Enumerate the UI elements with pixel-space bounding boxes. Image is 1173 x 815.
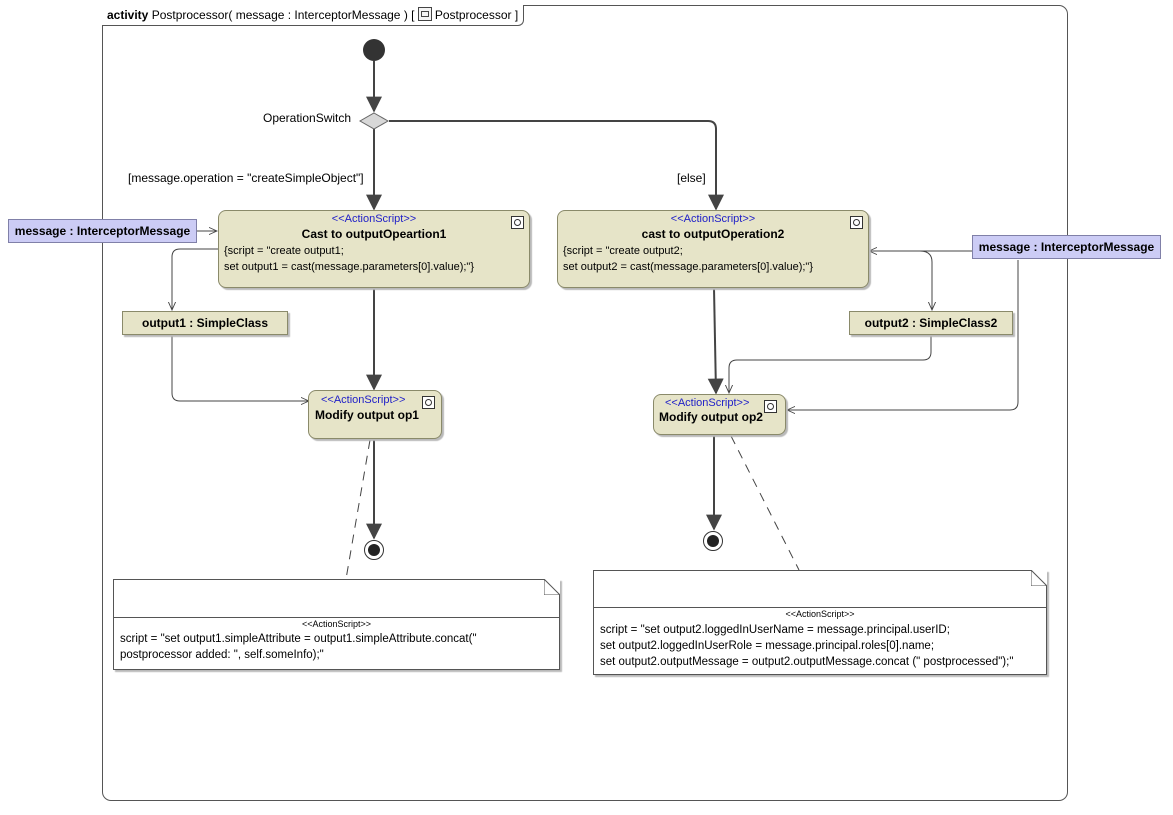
action-script-line1: {script = "create output1; [224, 245, 344, 257]
gear-icon [511, 216, 524, 229]
note-line3: set output2.outputMessage = output2.outp… [600, 656, 1014, 668]
action-name: Cast to outputOpeartion1 [301, 227, 447, 241]
action-stereotype: <<ActionScript>> [331, 213, 417, 225]
gear-icon [764, 400, 777, 413]
initial-node[interactable] [363, 39, 385, 61]
note-left[interactable]: <<ActionScript>> script = "set output1.s… [113, 579, 560, 670]
note-line1: script = "set output2.loggedInUserName =… [600, 624, 950, 636]
action-script-line2: set output2 = cast(message.parameters[0]… [563, 261, 814, 273]
note-fold-corner [544, 579, 560, 595]
note-anchor-left [345, 439, 371, 580]
decision-node [358, 112, 390, 130]
action-stereotype: <<ActionScript>> [665, 397, 750, 409]
final-node-left[interactable] [364, 540, 384, 560]
note-right[interactable]: <<ActionScript>> script = "set output2.l… [593, 570, 1047, 675]
action-modify-output-op1[interactable]: <<ActionScript>> Modify output op1 [308, 390, 442, 439]
gear-icon [422, 396, 435, 409]
action-stereotype: <<ActionScript>> [670, 213, 756, 225]
action-script-line2: set output1 = cast(message.parameters[0]… [224, 261, 475, 273]
objflow-output2-to-modify2 [729, 335, 932, 393]
flow-decision-to-cast2 [389, 120, 724, 211]
action-name: cast to outputOperation2 [641, 227, 785, 241]
guard-left: [message.operation = "createSimpleObject… [128, 171, 364, 185]
final-node-right[interactable] [703, 531, 723, 551]
flow-cast2-to-modify2 [707, 287, 724, 395]
action-modify-output-op2[interactable]: <<ActionScript>> Modify output op2 [653, 394, 786, 435]
frame-header: activity Postprocessor( message : Interc… [102, 5, 525, 26]
objflow-param-to-modify2 [787, 260, 1019, 410]
action-cast-output1[interactable]: <<ActionScript>> Cast to outputOpeartion… [218, 210, 530, 288]
action-cast-output2[interactable]: <<ActionScript>> cast to outputOperation… [557, 210, 869, 288]
frame-close: ] [514, 8, 519, 22]
objflow-output1-to-modify1 [171, 335, 309, 401]
frame-signature: Postprocessor( message : InterceptorMess… [151, 8, 415, 22]
note-line2: set output2.loggedInUserRole = message.p… [600, 640, 935, 652]
frame-keyword: activity [107, 8, 149, 22]
output1-pin[interactable]: output1 : SimpleClass [122, 311, 288, 335]
objflow-cast1-to-output1 [172, 248, 218, 310]
frame-owner: Postprocessor [434, 8, 512, 22]
gear-icon [850, 216, 863, 229]
activity-icon [417, 7, 432, 21]
note-line2: postprocessor added: ", self.someInfo);" [120, 649, 324, 661]
action-name: Modify output op2 [659, 410, 763, 424]
action-script-line1: {script = "create output2; [563, 245, 683, 257]
note-line1: script = "set output1.simpleAttribute = … [120, 633, 477, 645]
guard-right: [else] [677, 171, 706, 185]
note-stereotype: <<ActionScript>> [301, 619, 372, 629]
action-stereotype: <<ActionScript>> [321, 394, 406, 406]
param-message-right[interactable]: message : InterceptorMessage [972, 235, 1161, 259]
note-separator [594, 607, 1046, 608]
note-separator [114, 617, 559, 618]
param-message-left[interactable]: message : InterceptorMessage [8, 219, 197, 243]
objflow-branch-to-output2 [919, 250, 932, 310]
action-name: Modify output op1 [315, 408, 419, 422]
note-fold-corner [1031, 570, 1047, 586]
decision-label: OperationSwitch [263, 111, 352, 125]
note-stereotype: <<ActionScript>> [785, 609, 855, 619]
output2-pin[interactable]: output2 : SimpleClass2 [849, 311, 1013, 335]
activity-frame [102, 5, 1068, 801]
